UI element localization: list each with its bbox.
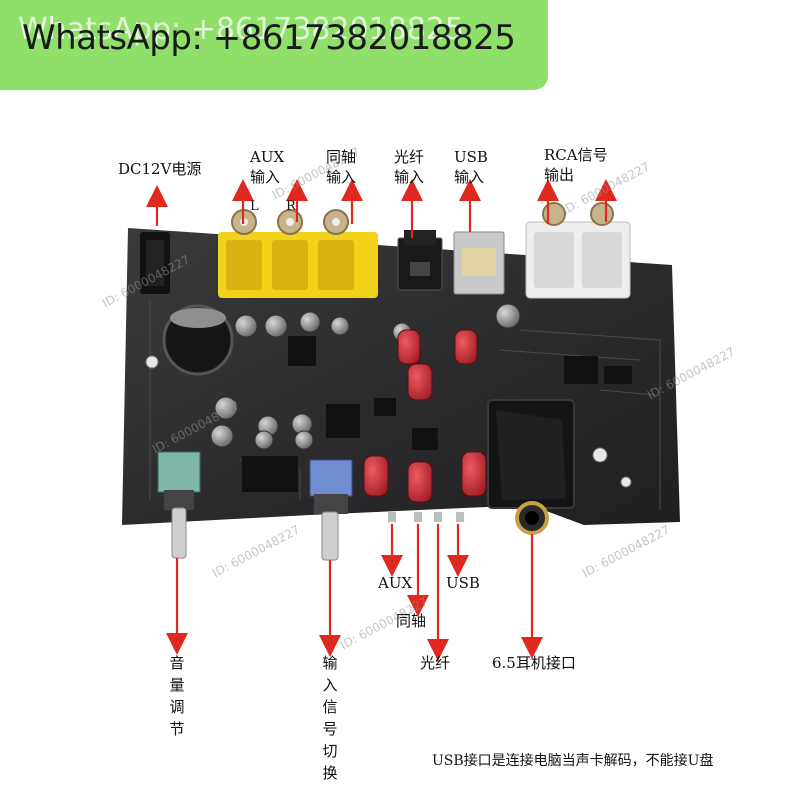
label-usb-in-1: USB: [454, 148, 488, 166]
label-aux-led: AUX: [378, 574, 413, 592]
label-dc-power: DC12V电源: [118, 160, 202, 178]
label-headphone: 6.5耳机接口: [492, 654, 576, 672]
banner-ghost-text: WhatsApp: +8617382018825: [18, 12, 464, 47]
label-usb-in-2: 输入: [454, 168, 485, 186]
banner-text: WhatsApp: +8617382018825: [22, 18, 516, 58]
label-aux-l: L: [250, 199, 259, 214]
label-input-switch: 输 入 信 号 切 换: [322, 654, 338, 782]
label-aux-in-1: AUX: [250, 148, 285, 166]
input-switch-pot: [309, 459, 353, 497]
label-optical-led: 光纤: [420, 654, 451, 672]
label-aux-in-2: 输入: [250, 168, 281, 186]
usb-note: USB接口是连接电脑当声卡解码，不能接U盘: [432, 753, 714, 769]
label-coax-led: 同轴: [396, 612, 427, 630]
label-aux-r: R: [286, 199, 296, 214]
whatsapp-banner: WhatsApp: +8617382018825 WhatsApp: +8617…: [0, 0, 548, 90]
label-volume: 音 量 调 节: [169, 654, 185, 738]
label-rca-out-2: 输出: [544, 166, 575, 184]
label-rca-out-1: RCA信号: [544, 146, 608, 164]
label-coax-in-1: 同轴: [326, 148, 357, 166]
label-usb-led: USB: [446, 574, 480, 592]
volume-pot: [157, 451, 201, 493]
label-coax-in-2: 输入: [326, 168, 357, 186]
label-optical-in-1: 光纤: [394, 148, 425, 166]
label-optical-in-2: 输入: [394, 168, 425, 186]
